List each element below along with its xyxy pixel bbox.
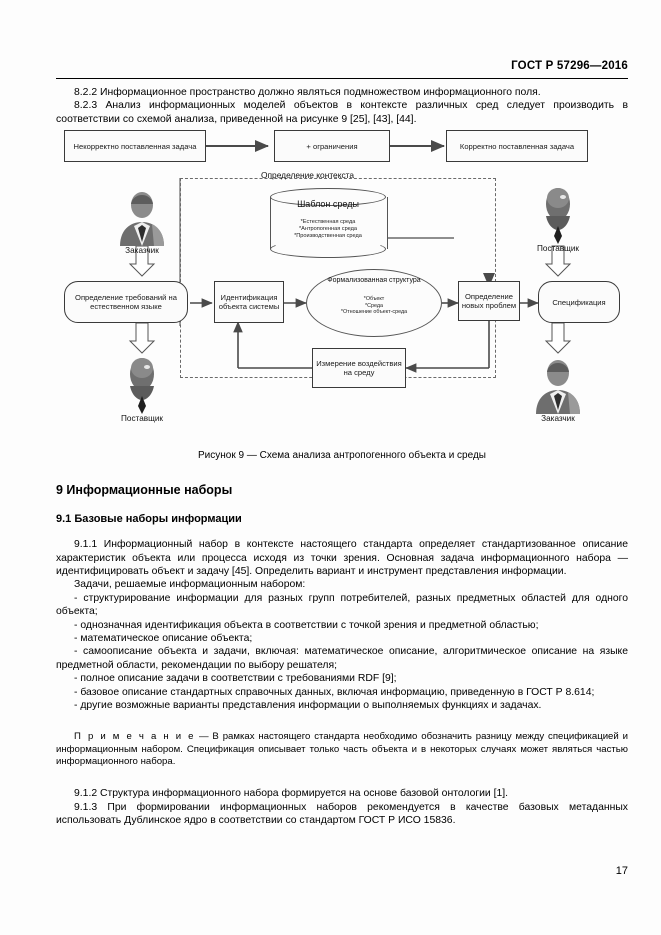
person-supplier-bottom-left: Поставщик xyxy=(114,356,170,423)
cylinder-items: *Естественная среда *Антропогенная среда… xyxy=(270,219,386,240)
page-header-standard: ГОСТ Р 57296—2016 xyxy=(511,60,628,72)
box-requirements-label: Определение требований на естественном я… xyxy=(75,292,177,312)
ellipse-item: *Объект xyxy=(363,296,385,303)
ellipse-item: *Отношение объект-среда xyxy=(340,309,408,316)
person-customer-bottom-right: Заказчик xyxy=(528,358,588,423)
box-correct-task: Корректно поставленная задача xyxy=(446,130,588,163)
paragraph-9-1-3: 9.1.3 При формировании информационных на… xyxy=(56,801,628,827)
box-incorrect-task: Некорректно поставленная задача xyxy=(64,130,206,163)
paragraph-8-2-2: 8.2.2 Информационное пространство должно… xyxy=(74,87,541,98)
page-number: 17 xyxy=(615,865,628,877)
paragraph-9-1-1: 9.1.1 Информационный набор в контексте н… xyxy=(56,539,628,578)
note-label: П р и м е ч а н и е xyxy=(74,731,196,743)
box-new-problems-label: Определение новых проблем xyxy=(461,291,517,311)
task-item: - однозначная идентификация объекта в со… xyxy=(74,619,539,631)
section-heading-9: 9 Информационные наборы xyxy=(56,483,233,498)
section-subheading-9-1: 9.1 Базовые наборы информации xyxy=(56,513,242,526)
cylinder-bottom xyxy=(270,240,386,259)
tasks-intro: Задачи, решаемые информационным набором: xyxy=(74,579,306,591)
paragraph-8-2-3: 8.2.3 Анализ информационных моделей объе… xyxy=(56,100,628,125)
box-specification-label: Спецификация xyxy=(552,297,606,307)
person-supplier-top-right: Поставщик xyxy=(530,186,586,253)
box-identification: Идентификация объекта системы xyxy=(214,281,284,324)
box-identification-label: Идентификация объекта системы xyxy=(218,292,280,312)
cylinder-environment-template: Шаблон среды *Естественная среда *Антроп… xyxy=(270,188,388,259)
cylinder-item: *Производственная среда xyxy=(294,233,362,240)
box-incorrect-task-label: Некорректно поставленная задача xyxy=(73,141,197,151)
person-label: Заказчик xyxy=(541,414,575,424)
box-measurement: Измерение воздействия на среду xyxy=(312,348,406,389)
box-new-problems: Определение новых проблем xyxy=(458,281,520,322)
page-content: 8.2.2 Информационное пространство должно… xyxy=(56,86,628,828)
task-item: - полное описание задачи в соответствии … xyxy=(74,673,397,685)
person-label: Заказчик xyxy=(125,246,159,256)
box-constraints: + ограничения xyxy=(274,130,390,163)
note-paragraph: П р и м е ч а н и е — В рамках настоящег… xyxy=(56,731,628,769)
context-label: Определение контекста xyxy=(261,170,355,181)
box-constraints-label: + ограничения xyxy=(306,141,358,151)
cylinder-top xyxy=(270,188,386,207)
task-item: - структурирование информации для разных… xyxy=(56,592,628,618)
ellipse-formalized-structure: Формализованная структура *Объект *Среда… xyxy=(306,269,442,338)
ellipse-items: *Объект *Среда *Отношение объект-среда xyxy=(307,296,441,316)
ellipse-item: *Среда xyxy=(364,302,383,309)
person-customer-top-left: Заказчик xyxy=(112,190,172,255)
box-correct-task-label: Корректно поставленная задача xyxy=(459,141,575,151)
cylinder-title: Шаблон среды xyxy=(297,199,359,210)
task-item: - базовое описание стандартных справочны… xyxy=(74,686,595,698)
task-item: - другие возможные варианты представлени… xyxy=(74,700,542,712)
paragraph-9-1-2: 9.1.2 Структура информационного набора ф… xyxy=(74,788,509,800)
ellipse-title: Формализованная структура xyxy=(327,277,421,285)
task-item: - самоописание объекта и задачи, включая… xyxy=(56,646,628,671)
box-specification: Спецификация xyxy=(538,281,620,324)
note-text: — В рамках настоящего стандарта необходи… xyxy=(56,731,628,768)
box-requirements: Определение требований на естественном я… xyxy=(64,281,188,324)
header-divider xyxy=(56,78,628,79)
cylinder-item: *Антропогенная среда xyxy=(298,226,358,233)
cylinder-item: *Естественная среда xyxy=(300,219,356,226)
box-measurement-label: Измерение воздействия на среду xyxy=(316,358,402,378)
task-item: - математическое описание объекта; xyxy=(74,633,253,645)
figure-9: Некорректно поставленная задача + ограни… xyxy=(56,126,628,446)
person-label: Поставщик xyxy=(537,244,579,254)
person-label: Поставщик xyxy=(121,414,163,424)
figure-caption: Рисунок 9 — Схема анализа антропогенного… xyxy=(198,450,486,462)
